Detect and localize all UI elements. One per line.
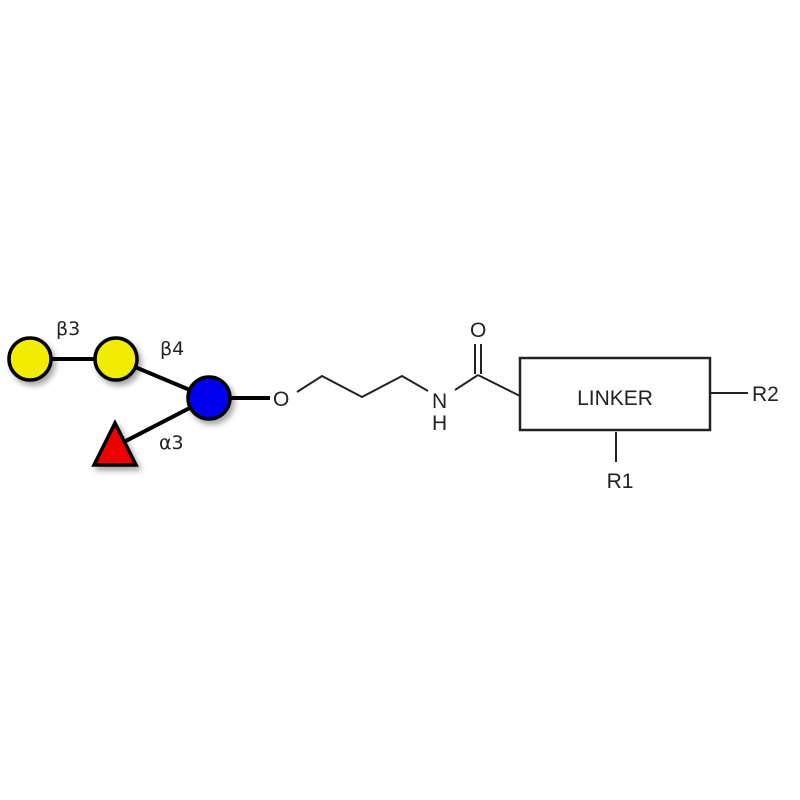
linkage-label-beta4: β4 (160, 338, 184, 360)
linker-label: LINKER (577, 387, 653, 410)
linkage-label-beta3: β3 (56, 318, 80, 340)
r1-label: R1 (607, 470, 634, 493)
oxygen-atom: O (273, 388, 289, 411)
r2-label: R2 (752, 383, 779, 406)
galactose-circle-1 (7, 336, 53, 382)
bond-c-linker (477, 374, 521, 397)
carbonyl-oxygen-atom: O (470, 319, 486, 342)
galactose-circle-2 (93, 336, 139, 382)
bond-n-c (454, 374, 479, 391)
fucose-triangle (91, 419, 139, 467)
linkage-label-alpha3: α3 (159, 432, 184, 454)
glucose-circle (186, 375, 232, 421)
linker-box (518, 356, 712, 432)
hydrogen-atom: H (432, 412, 447, 435)
nitrogen-atom: N (432, 390, 447, 413)
propyl-chain (296, 374, 429, 399)
